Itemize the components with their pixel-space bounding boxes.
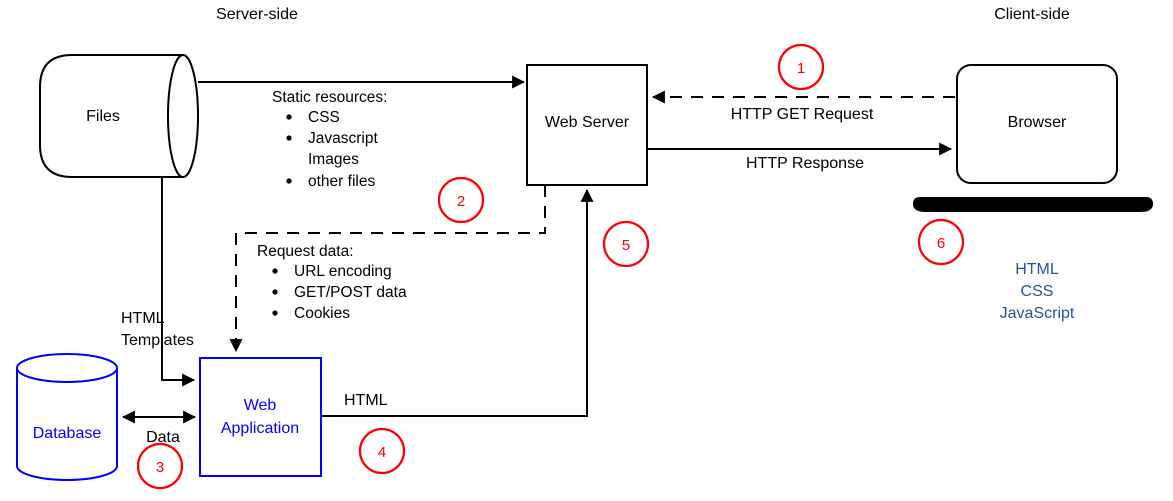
files-label: Files	[86, 108, 120, 125]
files-cylinder-cap	[167, 54, 199, 178]
edge-html-templates	[161, 177, 196, 387]
step-marker-4: 4	[358, 427, 406, 475]
client-stack-line: JavaScript	[1000, 305, 1075, 322]
bullet-icon	[286, 114, 292, 120]
step-number: 2	[457, 193, 465, 210]
edge-request-data	[229, 185, 546, 353]
step-marker-5: 5	[602, 220, 650, 268]
request-data-title: Request data:	[257, 243, 354, 260]
step-marker-1: 1	[777, 43, 825, 91]
step-number: 4	[378, 444, 386, 461]
client-stack-text: HTML CSS JavaScript	[1000, 261, 1075, 322]
browser-box	[956, 64, 1118, 184]
node-web-application: Web Application	[199, 357, 322, 477]
static-resources-list: Static resources: CSS Javascript Images …	[272, 89, 387, 190]
http-get-request-label: HTTP GET Request	[731, 106, 874, 123]
bullet-icon	[272, 289, 278, 295]
step-marker-6: 6	[917, 218, 965, 266]
node-files: Files	[39, 54, 199, 178]
step-number: 1	[797, 60, 805, 77]
request-data-list: Request data: URL encoding GET/POST data…	[257, 243, 407, 322]
files-cylinder-body	[39, 54, 183, 178]
server-side-title: Server-side	[216, 6, 298, 23]
step-number: 3	[156, 459, 164, 476]
step-circle	[777, 43, 825, 91]
step-circle	[917, 218, 965, 266]
client-stack-line: CSS	[1021, 283, 1054, 300]
step-circle	[358, 427, 406, 475]
step-circle	[437, 176, 485, 224]
html-templates-label-line1: HTML	[121, 310, 165, 327]
html-label: HTML	[344, 392, 388, 409]
bullet-icon	[286, 135, 292, 141]
database-label: Database	[33, 425, 102, 442]
request-data-item: Cookies	[294, 305, 350, 322]
step-circle	[136, 442, 184, 490]
request-data-item: GET/POST data	[294, 284, 407, 301]
data-label: Data	[146, 429, 180, 446]
static-resources-item: CSS	[308, 109, 340, 126]
step-number: 5	[622, 237, 630, 254]
node-browser: Browser	[913, 64, 1153, 212]
bullet-icon	[272, 268, 278, 274]
node-web-server: Web Server	[526, 64, 648, 186]
static-resources-title: Static resources:	[272, 89, 387, 106]
request-data-item: URL encoding	[294, 263, 392, 280]
step-marker-2: 2	[437, 176, 485, 224]
web-application-label-line1: Web	[244, 397, 277, 414]
static-resources-item: Images	[308, 151, 359, 168]
client-stack-line: HTML	[1015, 261, 1059, 278]
client-side-title: Client-side	[994, 6, 1070, 23]
web-server-label: Web Server	[545, 114, 630, 131]
http-response-label: HTTP Response	[746, 155, 864, 172]
database-cylinder-cap	[16, 353, 118, 383]
step-marker-3: 3	[136, 442, 184, 490]
bullet-icon	[272, 310, 278, 316]
web-application-box	[199, 357, 322, 477]
step-circle	[602, 220, 650, 268]
static-resources-item: other files	[308, 173, 375, 190]
step-number: 6	[937, 235, 945, 252]
html-templates-label-line2: Templates	[121, 332, 194, 349]
edge-html-to-webserver	[321, 188, 594, 417]
web-application-label-line2: Application	[221, 420, 299, 437]
database-cylinder-body	[16, 368, 118, 481]
web-server-box	[526, 64, 648, 186]
browser-label: Browser	[1008, 114, 1067, 131]
bullet-icon	[286, 178, 292, 184]
browser-base-bar	[913, 197, 1153, 212]
node-database: Database	[16, 353, 118, 481]
static-resources-item: Javascript	[308, 130, 378, 147]
